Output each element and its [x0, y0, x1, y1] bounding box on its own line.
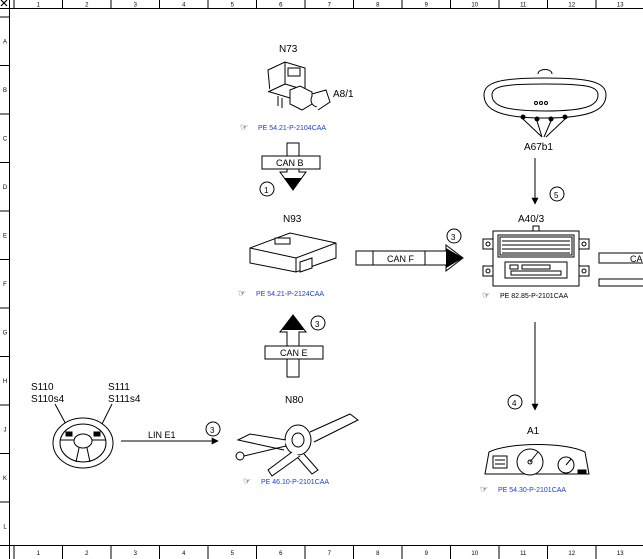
svg-text:☞: ☞	[243, 476, 251, 486]
s111-label: S111	[108, 382, 130, 393]
grid-col-label-bottom: 5	[231, 551, 235, 557]
s111s4-label: S111s4	[108, 394, 141, 405]
grid-col-label-bottom: 11	[520, 551, 527, 557]
n93-label: N93	[283, 214, 302, 225]
display-unit-icon	[482, 225, 590, 287]
rearview-mirror-icon	[483, 69, 607, 122]
s110s4-label: S110s4	[31, 394, 65, 405]
a40-3-ref-text: PE 82.85-P-2101CAA	[500, 293, 568, 300]
grid-col-label-bottom: 12	[568, 551, 575, 557]
can-b-label: CAN B	[276, 158, 304, 168]
step-4-badge: 4	[512, 399, 517, 408]
lin-e1-label: LIN E1	[148, 430, 176, 440]
grid-col-label-top: 4	[182, 3, 186, 9]
a40-3-label: A40/3	[518, 214, 545, 225]
a67b1-label: A67b1	[524, 142, 553, 153]
grid-row-label: D	[3, 185, 8, 191]
grid-col-label-top: 1	[37, 3, 41, 9]
steering-wheel-switches: S110 S110s4 S111 S111s4	[31, 382, 141, 469]
n73-label: N73	[279, 44, 298, 55]
grid-row-label: L	[3, 524, 7, 530]
grid-col-label-top: 10	[471, 3, 478, 9]
step-1-badge: 1	[264, 186, 269, 195]
rearview-mirror-a67b1: A67b1	[483, 69, 607, 153]
instrument-cluster-icon	[484, 444, 590, 476]
can-e-label: CAN E	[280, 348, 308, 358]
grid-row-label: H	[3, 379, 7, 385]
steering-wheel-icon	[52, 417, 114, 469]
grid-row-label: B	[3, 88, 7, 94]
grid-col-label-bottom: 1	[37, 551, 41, 557]
ref-hand-icon: ☞	[240, 122, 248, 132]
control-module-icon	[249, 232, 337, 273]
s110-label: S110	[31, 382, 54, 393]
instrument-cluster-a1: A1 ☞ PE 54.30-P-2101CAA	[480, 426, 590, 494]
can-e-arrow: CAN E 3	[264, 314, 326, 378]
module-n93: N93 ☞ PE 54.21-P-2124CAA	[238, 214, 337, 298]
grid-row-label: J	[4, 427, 7, 433]
steering-column-icon	[235, 413, 359, 477]
can-b-arrow: CAN B 1	[259, 142, 321, 197]
grid-col-label-bottom: 9	[425, 551, 429, 557]
can-f-label: CAN F	[387, 254, 415, 264]
lin-e1-link: LIN E1 3	[121, 421, 221, 445]
grid-col-label-bottom: 2	[85, 551, 89, 557]
grid-col-label-top: 2	[85, 3, 89, 9]
grid-col-label-top: 9	[425, 3, 429, 9]
a8-1-label: A8/1	[333, 89, 354, 100]
grid-col-label-top: 8	[376, 3, 380, 9]
a1-label: A1	[527, 426, 540, 437]
grid-col-label-bottom: 3	[134, 551, 138, 557]
n80-ref-link[interactable]: PE 46.10-P-2101CAA	[261, 479, 329, 486]
grid-row-label: E	[3, 233, 7, 239]
grid-row-label: G	[3, 330, 8, 336]
grid-col-label-bottom: 4	[182, 551, 186, 557]
svg-text:☞: ☞	[480, 484, 488, 494]
display-to-cluster-arrow: 4	[507, 322, 539, 411]
display-unit-a40-3: A40/3 ☞ PE 82.85-P-2101CAA	[482, 214, 590, 300]
grid-col-label-top: 12	[568, 3, 575, 9]
grid-col-label-bottom: 10	[471, 551, 478, 557]
grid-col-label-top: 13	[617, 3, 624, 9]
grid-col-label-top: 6	[279, 3, 283, 9]
mirror-to-display-arrow: 5	[531, 158, 565, 205]
ignition-switch-n73: N73 A8/1 ☞ PE 54.21-P-2104CAA	[240, 44, 354, 132]
svg-text:☞: ☞	[238, 288, 246, 298]
grid-row-label: A	[3, 39, 7, 45]
svg-text:☞: ☞	[482, 290, 490, 300]
grid-row-label: K	[3, 476, 7, 482]
step-3b-badge: 3	[210, 426, 215, 435]
grid-row-label: F	[3, 282, 7, 288]
step-3-badge: 3	[315, 320, 320, 329]
can-f-arrow: CAN F 3	[355, 228, 464, 273]
can-cut-label: CA	[630, 254, 643, 264]
grid-col-label-bottom: 8	[376, 551, 380, 557]
grid-col-label-top: 5	[231, 3, 235, 9]
grid-col-label-top: 7	[328, 3, 332, 9]
n80-label: N80	[285, 395, 304, 406]
can-cut-right: CA	[598, 252, 643, 287]
grid-col-label-bottom: 7	[328, 551, 332, 557]
step-5-badge: 5	[554, 191, 559, 200]
grid-col-label-top: 3	[134, 3, 138, 9]
n73-ref-link[interactable]: PE 54.21-P-2104CAA	[258, 125, 326, 132]
ignition-lock-icon	[267, 61, 331, 111]
n93-ref-link[interactable]: PE 54.21-P-2124CAA	[256, 291, 324, 298]
grid-col-label-top: 11	[520, 3, 527, 9]
a1-ref-link[interactable]: PE 54.30-P-2101CAA	[498, 487, 566, 494]
grid-col-label-bottom: 13	[617, 551, 624, 557]
step-3c-badge: 3	[451, 233, 456, 242]
grid-row-label: C	[3, 136, 8, 142]
steering-column-module-n80: N80 ☞ PE 46.10-P-2101CAA	[235, 395, 359, 486]
grid-col-label-bottom: 6	[279, 551, 283, 557]
